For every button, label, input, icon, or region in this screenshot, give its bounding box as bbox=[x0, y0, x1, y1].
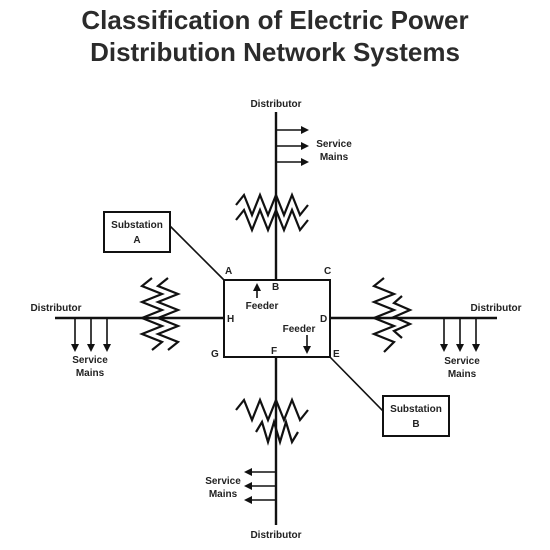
substation-b-connection bbox=[328, 355, 384, 412]
feeder-label-right: Feeder bbox=[283, 324, 316, 335]
left-mains-label: Mains bbox=[76, 368, 105, 379]
bottom-service-label: Service bbox=[205, 476, 241, 487]
bottom-zigzag-lower bbox=[255, 418, 299, 446]
right-zigzag-outer bbox=[371, 277, 397, 353]
bottom-zigzag-upper bbox=[235, 397, 309, 423]
feeder-label-top: Feeder bbox=[246, 301, 279, 312]
point-a-label: A bbox=[225, 266, 232, 277]
bottom-distributor-label: Distributor bbox=[250, 530, 301, 541]
left-zigzag-inner bbox=[155, 277, 181, 351]
point-g-label: G bbox=[211, 349, 219, 360]
substation-b-label: Substation bbox=[390, 404, 442, 415]
substation-b-box bbox=[382, 395, 450, 437]
top-zigzag-upper bbox=[235, 192, 309, 218]
title-line-1: Classification of Electric Power bbox=[81, 5, 469, 35]
point-e-label: E bbox=[333, 349, 340, 360]
left-service-label: Service bbox=[72, 355, 108, 366]
point-d-label: D bbox=[320, 314, 327, 325]
right-zigzag-inner bbox=[391, 295, 413, 339]
substation-a-letter: A bbox=[133, 235, 140, 246]
diagram-title: Classification of Electric Power Distrib… bbox=[0, 4, 550, 68]
top-zigzag-lower bbox=[235, 207, 309, 233]
substation-b-letter: B bbox=[412, 419, 419, 430]
substation-a-label: Substation bbox=[111, 220, 163, 231]
top-service-label: Service bbox=[316, 139, 352, 150]
substation-a-connection bbox=[169, 225, 226, 282]
point-f-label: F bbox=[271, 346, 277, 357]
right-distributor-label: Distributor bbox=[470, 303, 521, 314]
point-c-label: C bbox=[324, 266, 331, 277]
left-distributor-label: Distributor bbox=[30, 303, 81, 314]
point-b-label: B bbox=[272, 282, 279, 293]
right-service-label: Service bbox=[444, 356, 480, 367]
left-zigzag-outer bbox=[139, 277, 165, 351]
right-mains-label: Mains bbox=[448, 369, 477, 380]
bottom-mains-label: Mains bbox=[209, 489, 238, 500]
substation-a-box bbox=[103, 211, 171, 253]
top-distributor-label: Distributor bbox=[250, 99, 301, 110]
top-mains-label: Mains bbox=[320, 152, 349, 163]
title-line-2: Distribution Network Systems bbox=[90, 37, 460, 67]
point-h-label: H bbox=[227, 314, 234, 325]
